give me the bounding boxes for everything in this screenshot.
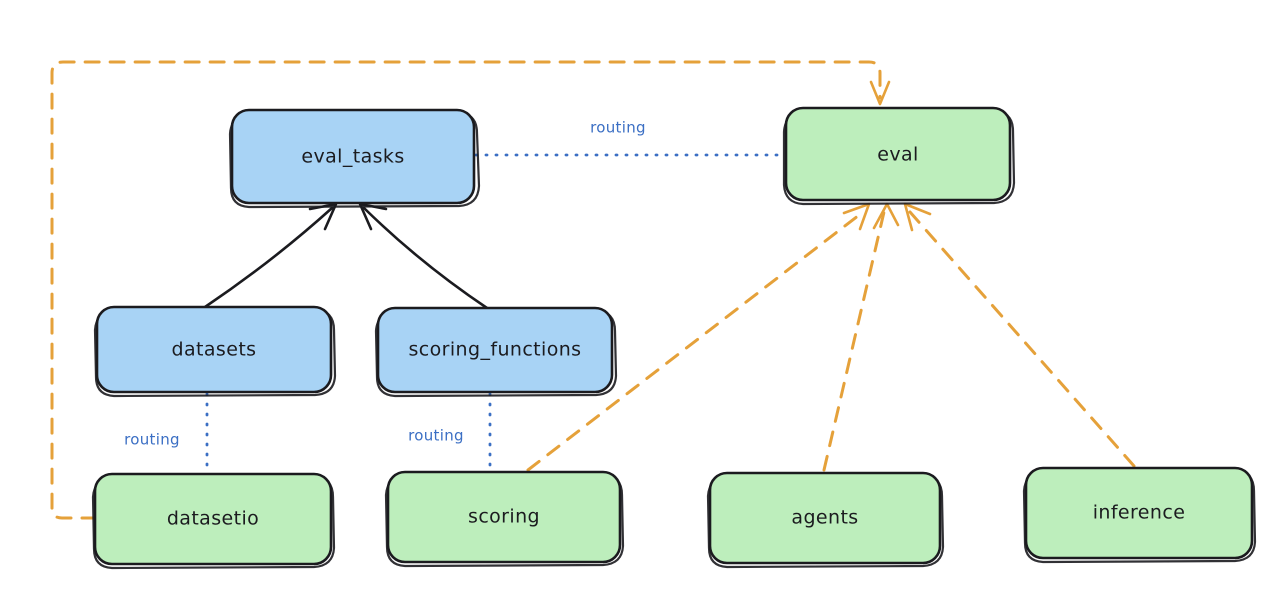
edge-label-routing-datasetio: routing [124, 431, 180, 449]
node-inference[interactable]: inference [1022, 466, 1257, 564]
node-eval-body [784, 106, 1012, 202]
node-datasetio[interactable]: datasetio [91, 472, 336, 570]
edge-label-routing-eval: routing [590, 119, 646, 137]
node-datasets-label: datasets [172, 339, 257, 361]
edge-label-routing-scoring: routing [408, 427, 464, 445]
node-inference-body [1024, 466, 1254, 560]
node-agents-body [708, 471, 942, 565]
edge-scoring-to-eval-path [526, 210, 865, 472]
node-datasets-body [95, 305, 333, 394]
node-agents[interactable]: agents [706, 471, 945, 569]
node-scoring_functions-body [376, 306, 614, 394]
node-datasetio-body [93, 472, 333, 566]
node-datasets[interactable]: datasets [93, 305, 337, 398]
node-scoring_functions[interactable]: scoring_functions [374, 306, 618, 398]
edge-datasets-to-eval_tasks-path [203, 206, 334, 309]
node-scoring-body [386, 470, 622, 564]
node-eval-label: eval [877, 144, 918, 166]
node-eval_tasks-label: eval_tasks [301, 146, 404, 168]
node-eval_tasks[interactable]: eval_tasks [228, 108, 481, 209]
edge-datasetio-to-eval [50, 60, 891, 520]
node-eval_tasks-body [230, 108, 476, 205]
edge-inference-to-eval-path [908, 210, 1136, 468]
edge-scoring_functions-to-eval_tasks-path [362, 206, 489, 310]
node-eval[interactable]: eval [782, 106, 1016, 206]
node-scoring_functions-label: scoring_functions [409, 339, 582, 361]
node-scoring-label: scoring [468, 506, 540, 528]
node-scoring[interactable]: scoring [384, 470, 625, 568]
node-agents-label: agents [791, 507, 858, 529]
edge-datasetio-to-eval-arrowhead [869, 80, 891, 106]
node-datasetio-label: datasetio [167, 508, 259, 530]
edge-agents-to-eval-path [822, 210, 886, 472]
node-inference-label: inference [1093, 502, 1186, 524]
